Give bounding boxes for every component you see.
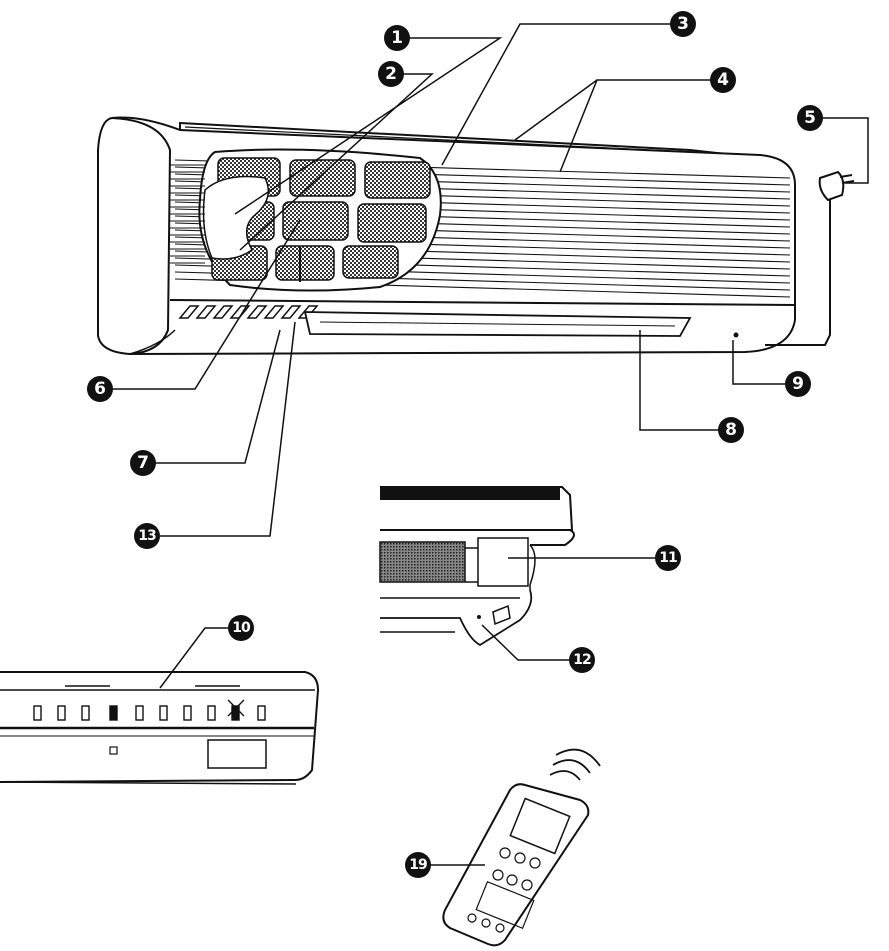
callout-1: 1: [384, 25, 410, 51]
callout-11-label: 11: [659, 550, 677, 566]
receiver-mesh: [379, 541, 466, 583]
remote-control: [442, 748, 601, 947]
callout-5-label: 5: [804, 108, 816, 128]
indicator-leds: [33, 705, 266, 721]
panel-button: [109, 746, 118, 755]
leader-lines: [112, 23, 869, 866]
receiver-detail: [379, 486, 575, 647]
callout-8-label: 8: [725, 420, 737, 440]
callout-5: 5: [797, 105, 823, 131]
panel-display: [207, 739, 267, 769]
callout-7-label: 7: [137, 453, 149, 473]
signal-waves: [549, 748, 601, 781]
left-end-cap: [111, 117, 172, 355]
callout-12-label: 12: [573, 652, 591, 668]
callout-10-label: 10: [232, 620, 251, 636]
receiver-button: [492, 604, 511, 626]
filter-clip: [202, 175, 270, 260]
callout-13: 13: [134, 523, 160, 549]
callout-12: 12: [569, 647, 595, 673]
callout-6-label: 6: [94, 379, 106, 399]
callout-4-label: 4: [717, 70, 729, 90]
remote-display: [509, 797, 571, 855]
side-vent-lines: [170, 164, 205, 264]
callout-3-label: 3: [677, 14, 689, 34]
callout-6: 6: [87, 376, 113, 402]
callout-1-label: 1: [391, 28, 403, 48]
callout-3: 3: [670, 11, 696, 37]
callout-19: 19: [405, 852, 431, 878]
callout-8: 8: [718, 417, 744, 443]
power-cord: [765, 170, 855, 346]
callout-7: 7: [130, 450, 156, 476]
callout-2: 2: [378, 61, 404, 87]
callout-2-label: 2: [385, 64, 397, 84]
callout-9: 9: [785, 371, 811, 397]
callout-10: 10: [228, 615, 254, 641]
callout-4: 4: [710, 67, 736, 93]
control-panel-detail: [0, 671, 320, 785]
display-dot: [733, 332, 739, 338]
plug: [818, 170, 845, 202]
callout-9-label: 9: [792, 374, 804, 394]
receiver-window: [477, 537, 529, 587]
indoor-unit: [97, 116, 796, 356]
callout-19-label: 19: [409, 857, 427, 873]
callout-13-label: 13: [138, 528, 156, 544]
callout-11: 11: [655, 545, 681, 571]
